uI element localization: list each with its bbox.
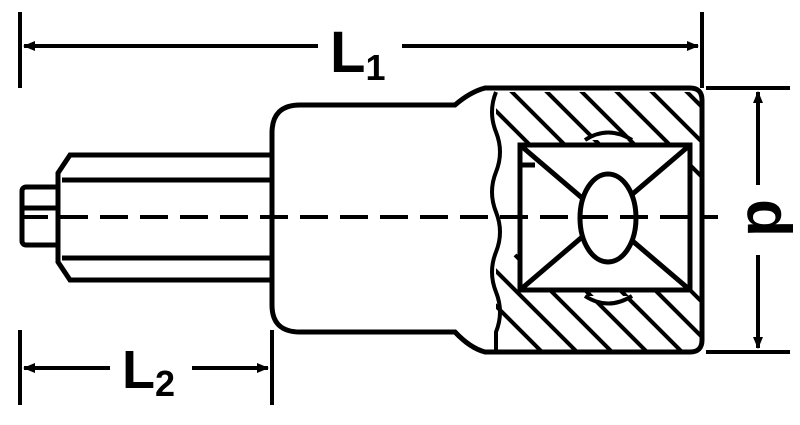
label-l1-letter: L — [330, 20, 365, 85]
label-l2-subscript: 2 — [155, 363, 175, 404]
dimension-d — [706, 86, 790, 354]
label-l2: L2 — [122, 340, 175, 404]
label-l2-letter: L — [122, 340, 155, 400]
label-l1: L1 — [330, 20, 385, 88]
label-d: d — [734, 199, 800, 237]
dimension-l2 — [18, 330, 274, 405]
label-l1-subscript: 1 — [365, 47, 385, 88]
section-cut-edge — [490, 91, 502, 352]
dimension-l1 — [18, 12, 704, 88]
